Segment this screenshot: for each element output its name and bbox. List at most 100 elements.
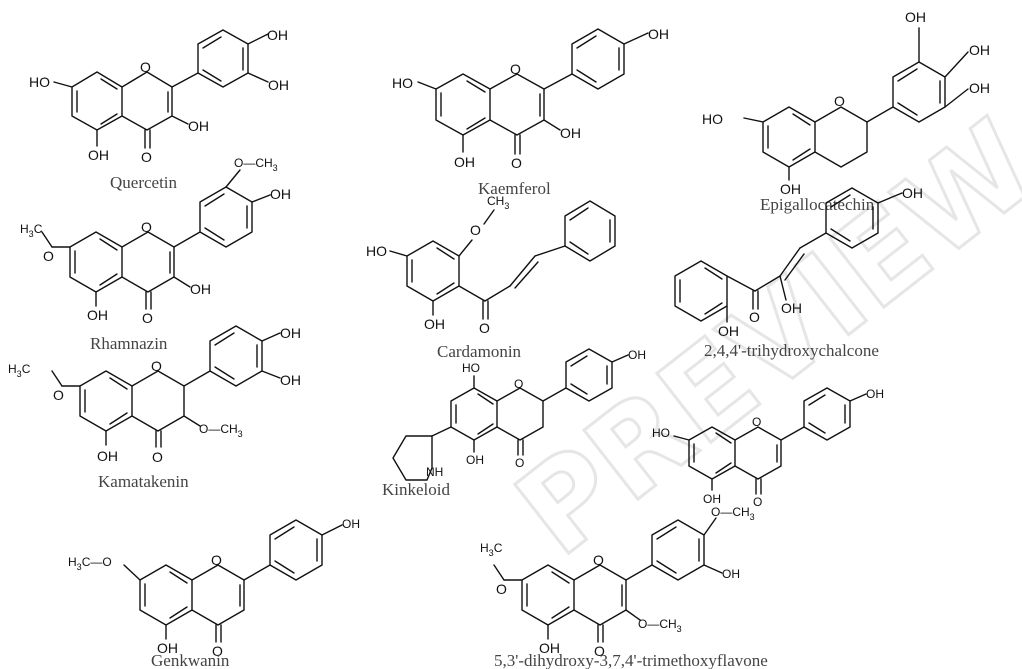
apigenin-like-carbonyl-o: O bbox=[753, 495, 762, 509]
watermark-text: PREVIEW bbox=[492, 95, 1022, 583]
genkwanin-oh-5: OH bbox=[157, 640, 178, 656]
genkwanin-ring-b bbox=[269, 519, 323, 581]
kamatakenin-oh-5: OH bbox=[97, 448, 118, 464]
trihydroxychalcone-oh-4p: OH bbox=[902, 185, 923, 201]
quercetin-oh-5: OH bbox=[88, 147, 109, 163]
cardamonin-oh-6: OH bbox=[424, 316, 445, 332]
trimethoxyflavone-ring-oxygen: O bbox=[593, 552, 604, 568]
trimethoxyflavone-oh-5: OH bbox=[539, 640, 560, 656]
trimethoxyflavone-o-7: O bbox=[496, 581, 507, 597]
epigallocatechin-ring-oxygen: O bbox=[834, 93, 845, 109]
trimethoxyflavone-h3c: H3C bbox=[480, 541, 503, 558]
trihydroxychalcone-carbonyl-o: O bbox=[749, 309, 760, 325]
quercetin-oh-3: OH bbox=[188, 118, 209, 134]
quercetin-structure: O HO OH O OH OH OH Quercetin bbox=[29, 27, 289, 192]
rhamnazin-ring-a bbox=[69, 231, 123, 293]
cardamonin-ch3: CH3 bbox=[487, 194, 509, 211]
kinkeloid-name: Kinkeloid bbox=[382, 480, 450, 499]
kaemferol-carbonyl-o: O bbox=[511, 155, 522, 171]
kamatakenin-oh-4p: OH bbox=[280, 325, 301, 341]
kaemferol-structure: O HO OH O OH OH Kaemferol bbox=[392, 26, 669, 198]
kamatakenin-och3: O—CH3 bbox=[199, 422, 243, 439]
kaemferol-ring-b bbox=[571, 28, 625, 90]
kamatakenin-ring-a bbox=[79, 370, 133, 432]
kaemferol-ring-oxygen: O bbox=[510, 61, 521, 77]
cardamonin-methoxy-o: O bbox=[470, 222, 481, 238]
genkwanin-h3co: H3C—O bbox=[68, 555, 112, 572]
rhamnazin-oh-3: OH bbox=[190, 281, 211, 297]
kamatakenin-o-7: O bbox=[53, 387, 64, 403]
quercetin-ring-a bbox=[71, 71, 123, 131]
apigenin-like-ho-7: HO bbox=[652, 426, 670, 440]
epigallocatechin-structure: O HO OH OH OH OH Epigallocatechin bbox=[702, 9, 990, 214]
genkwanin-oh-4p: OH bbox=[342, 517, 360, 531]
kinkeloid-carbonyl-o: O bbox=[515, 456, 524, 470]
epigallocatechin-ring-a bbox=[762, 106, 816, 168]
apigenin-like-ring-oxygen: O bbox=[752, 415, 761, 429]
kinkeloid-structure: O HO OH O OH NH Kinkeloid bbox=[382, 348, 646, 499]
genkwanin-ring-a bbox=[139, 564, 193, 626]
rhamnazin-name: Rhamnazin bbox=[90, 334, 168, 353]
kamatakenin-structure: O O H3C OH O O—CH3 OH OH Kamatakenin bbox=[8, 325, 301, 491]
trihydroxychalcone-name: 2,4,4'-trihydroxychalcone bbox=[704, 341, 879, 360]
cardamonin-carbonyl-o: O bbox=[479, 320, 490, 336]
kinkeloid-nh: NH bbox=[426, 465, 443, 479]
epigallocatechin-oh-5: OH bbox=[780, 181, 801, 197]
rhamnazin-ring-oxygen: O bbox=[141, 219, 152, 235]
rhamnazin-o-7: O bbox=[43, 248, 54, 264]
epigallocatechin-name: Epigallocatechin bbox=[760, 195, 875, 214]
kamatakenin-oh-3p: OH bbox=[280, 372, 301, 388]
kinkeloid-ring-a bbox=[450, 387, 498, 441]
kinkeloid-oh-5: OH bbox=[466, 453, 484, 467]
cardamonin-ring-a bbox=[406, 240, 460, 302]
rhamnazin-structure: O O H3C OH O OH O—CH3 OH Rhamnazin bbox=[20, 156, 291, 353]
kaemferol-oh-3: OH bbox=[560, 125, 581, 141]
kamatakenin-h3c: H3C bbox=[8, 362, 31, 379]
quercetin-oh-3p: OH bbox=[268, 77, 289, 93]
trimethoxyflavone-name: 5,3'-dihydroxy-3,7,4'-trimethoxyflavone bbox=[494, 651, 768, 669]
apigenin-like-structure: O HO OH O OH bbox=[652, 387, 884, 509]
trimethoxyflavone-ring-b bbox=[651, 519, 705, 581]
kaemferol-ring-a bbox=[435, 73, 491, 136]
rhamnazin-ring-b bbox=[199, 186, 253, 248]
trimethoxyflavone-och3-4p: O—CH3 bbox=[711, 505, 755, 522]
kamatakenin-ring-oxygen: O bbox=[151, 358, 162, 374]
kaemferol-oh-4p: OH bbox=[648, 26, 669, 42]
kaemferol-name: Kaemferol bbox=[478, 179, 551, 198]
cardamonin-ring-b bbox=[564, 200, 616, 262]
rhamnazin-och3: O—CH3 bbox=[234, 156, 278, 173]
kamatakenin-name: Kamatakenin bbox=[98, 472, 189, 491]
cardamonin-ho-4: HO bbox=[366, 243, 387, 259]
cardamonin-structure: O CH3 HO OH O Cardamonin bbox=[366, 194, 616, 361]
kinkeloid-ho-7: HO bbox=[462, 361, 480, 375]
rhamnazin-oh-4p: OH bbox=[270, 186, 291, 202]
quercetin-ring-b bbox=[197, 29, 249, 88]
rhamnazin-oh-5: OH bbox=[87, 307, 108, 323]
genkwanin-name: Genkwanin bbox=[151, 651, 230, 669]
genkwanin-ring-oxygen: O bbox=[211, 552, 222, 568]
epigallocatechin-ho-7: HO bbox=[702, 111, 723, 127]
epigallocatechin-oh-5p: OH bbox=[969, 80, 990, 96]
epigallocatechin-ring-b bbox=[892, 61, 946, 123]
cardamonin-name: Cardamonin bbox=[437, 342, 522, 361]
kinkeloid-oh-4p: OH bbox=[628, 348, 646, 362]
kinkeloid-ring-oxygen: O bbox=[514, 377, 523, 391]
kaemferol-ho-7: HO bbox=[392, 75, 413, 91]
epigallocatechin-oh-3p: OH bbox=[905, 9, 926, 25]
kamatakenin-carbonyl-o: O bbox=[152, 449, 163, 465]
quercetin-carbonyl-o: O bbox=[141, 149, 152, 165]
epigallocatechin-oh-4p: OH bbox=[969, 42, 990, 58]
trimethoxyflavone-ring-a bbox=[521, 564, 575, 626]
genkwanin-structure: O H3C—O OH O OH Genkwanin bbox=[68, 517, 360, 669]
trihydroxychalcone-oh-alpha: OH bbox=[781, 300, 802, 316]
quercetin-name: Quercetin bbox=[110, 173, 178, 192]
trimethoxyflavone-och3-3: O—CH3 bbox=[638, 617, 682, 634]
trimethoxyflavone-oh-3p: OH bbox=[722, 567, 740, 581]
rhamnazin-carbonyl-o: O bbox=[142, 310, 153, 326]
quercetin-oh-4p: OH bbox=[267, 27, 288, 43]
genkwanin-carbonyl-o: O bbox=[212, 643, 223, 659]
kaemferol-oh-5: OH bbox=[454, 154, 475, 170]
rhamnazin-h3c: H3C bbox=[20, 222, 43, 239]
